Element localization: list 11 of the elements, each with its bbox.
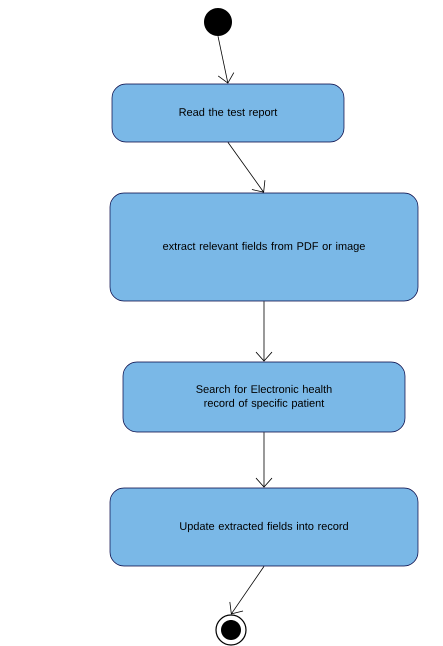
- arrow: [256, 300, 272, 362]
- arrow: [256, 432, 272, 488]
- action-box: Update extracted fields into record: [110, 488, 418, 566]
- action-box: extract relevant fields from PDF or image: [110, 192, 418, 302]
- arrow: [229, 566, 264, 614]
- action-box: Read the test report: [112, 84, 344, 142]
- arrow: [228, 142, 266, 193]
- final-node: [215, 614, 247, 646]
- arrow: [218, 36, 234, 84]
- action-box: Search for Electronic health record of specific patient: [122, 362, 406, 432]
- initial-node: [204, 8, 232, 36]
